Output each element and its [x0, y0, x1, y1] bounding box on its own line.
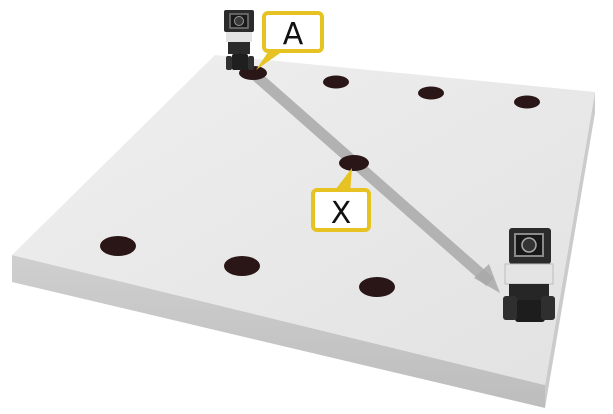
callout-a-label: A — [283, 17, 304, 52]
board-right-face — [545, 92, 595, 408]
dot — [100, 236, 136, 256]
dot — [323, 75, 349, 89]
callout-x: X — [311, 168, 371, 232]
dot — [418, 86, 444, 100]
board-top — [12, 55, 595, 385]
callout-a-box — [262, 11, 324, 53]
dot-x — [339, 155, 369, 171]
robot-icon — [503, 228, 555, 322]
callout-a: A — [256, 11, 324, 70]
callout-x-pointer — [332, 168, 352, 194]
dot — [359, 277, 395, 297]
robot-icon — [224, 10, 254, 70]
dot — [514, 95, 540, 109]
callout-x-box — [311, 188, 371, 232]
movement-path — [250, 69, 494, 287]
board-front-face — [12, 255, 545, 408]
dot — [224, 256, 260, 276]
callout-x-label: X — [331, 196, 352, 231]
path-arrowhead — [474, 264, 500, 293]
